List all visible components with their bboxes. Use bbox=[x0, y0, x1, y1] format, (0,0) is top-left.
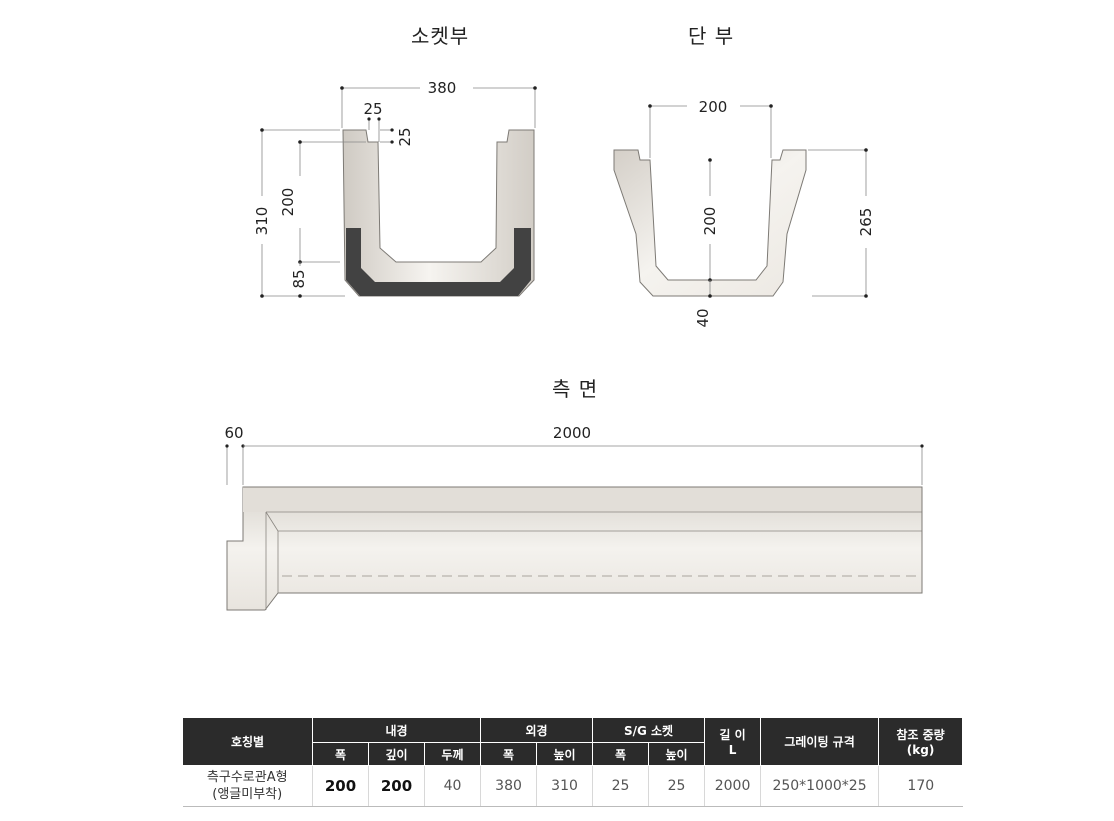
end-body bbox=[613, 149, 807, 297]
col-weight-line1: 참조 중량 bbox=[896, 728, 945, 742]
table-subheader-row: 폭 깊이 두께 폭 높이 폭 높이 bbox=[183, 742, 963, 766]
socket-bottom-dim: 85 bbox=[290, 262, 308, 298]
socket-step-height-dim: 25 bbox=[380, 127, 414, 147]
socket-section: 380 25 25 310 bbox=[253, 79, 537, 298]
col-grating: 그레이팅 규격 bbox=[760, 717, 880, 766]
end-inner-height-dim: 200 bbox=[701, 158, 719, 282]
socket-total-height-label: 310 bbox=[253, 207, 271, 236]
end-section: 200 200 40 265 bbox=[613, 98, 875, 328]
sub-outer-height: 높이 bbox=[536, 742, 594, 766]
socket-bottom-label: 85 bbox=[290, 269, 308, 288]
end-thickness-dim: 40 bbox=[694, 280, 712, 328]
end-thickness-label: 40 bbox=[694, 308, 712, 327]
table-header-row: 호칭별 내경 외경 S/G 소켓 길 이 L 그레이팅 규격 참조 중량 (kg… bbox=[182, 717, 964, 766]
end-inner-width-label: 200 bbox=[699, 98, 728, 116]
table-row: 측구수로관A형 (앵글미부착) 200 200 40 380 310 25 25… bbox=[182, 765, 963, 807]
col-length: 길 이 L bbox=[704, 717, 762, 766]
cell-name-line1: 측구수로관A형 bbox=[206, 770, 288, 785]
socket-total-height-dim: 310 bbox=[253, 128, 345, 298]
cell-name-line2: (앵글미부착) bbox=[212, 787, 283, 802]
cell-inner-width: 200 bbox=[312, 765, 369, 807]
cell-outer-height: 310 bbox=[536, 765, 594, 807]
socket-inner-height-dim: 200 bbox=[279, 140, 366, 264]
col-inner: 내경 bbox=[311, 717, 482, 743]
end-title: 단 부 bbox=[688, 24, 735, 48]
end-total-height-dim: 265 bbox=[808, 148, 875, 298]
col-weight-line2: (kg) bbox=[906, 743, 935, 757]
socket-step-width-dim: 25 bbox=[363, 100, 383, 142]
sub-outer-width: 폭 bbox=[480, 742, 538, 766]
side-length-dim: 2000 bbox=[243, 424, 924, 485]
col-outer: 외경 bbox=[480, 717, 594, 743]
side-view: 60 2000 bbox=[224, 424, 924, 611]
socket-width-label: 380 bbox=[428, 79, 457, 97]
sub-sg-height: 높이 bbox=[648, 742, 706, 766]
socket-step-height-label: 25 bbox=[396, 127, 414, 146]
end-total-height-label: 265 bbox=[857, 208, 875, 237]
cell-inner-depth: 200 bbox=[368, 765, 425, 807]
cell-sg-height: 25 bbox=[648, 765, 706, 807]
sub-sg-width: 폭 bbox=[592, 742, 650, 766]
spec-table: 호칭별 내경 외경 S/G 소켓 길 이 L 그레이팅 규격 참조 중량 (kg… bbox=[182, 717, 964, 807]
col-sg-socket: S/G 소켓 bbox=[592, 717, 706, 743]
sub-inner-width: 폭 bbox=[312, 742, 369, 766]
sub-inner-thick: 두께 bbox=[423, 742, 482, 766]
socket-step-width-label: 25 bbox=[363, 100, 382, 118]
cell-length: 2000 bbox=[704, 765, 762, 807]
socket-width-dim: 380 bbox=[340, 79, 537, 128]
cell-outer-width: 380 bbox=[480, 765, 538, 807]
cell-inner-thick: 40 bbox=[424, 765, 482, 807]
socket-inner-height-label: 200 bbox=[279, 188, 297, 217]
side-socket-length-dim: 60 bbox=[224, 424, 245, 485]
cell-name: 측구수로관A형 (앵글미부착) bbox=[182, 765, 313, 807]
socket-body bbox=[342, 129, 535, 297]
drawing-canvas: 380 25 25 310 bbox=[224, 79, 924, 611]
socket-title: 소켓부 bbox=[411, 24, 470, 48]
sub-inner-depth: 깊이 bbox=[368, 742, 425, 766]
cell-grating: 250*1000*25 bbox=[760, 765, 880, 807]
side-length-label: 2000 bbox=[553, 424, 591, 442]
col-length-line1: 길 이 bbox=[719, 728, 746, 742]
socket-band bbox=[346, 228, 531, 296]
col-length-line2: L bbox=[728, 743, 737, 757]
cell-sg-width: 25 bbox=[592, 765, 650, 807]
side-title: 측 면 bbox=[552, 377, 599, 401]
col-weight: 참조 중량 (kg) bbox=[878, 717, 964, 766]
side-top-band bbox=[243, 487, 922, 512]
end-inner-height-label: 200 bbox=[701, 207, 719, 236]
col-name: 호칭별 bbox=[182, 717, 313, 766]
side-socket-length-label: 60 bbox=[224, 424, 243, 442]
end-inner-width-dim: 200 bbox=[648, 98, 773, 158]
cell-weight: 170 bbox=[878, 765, 963, 807]
